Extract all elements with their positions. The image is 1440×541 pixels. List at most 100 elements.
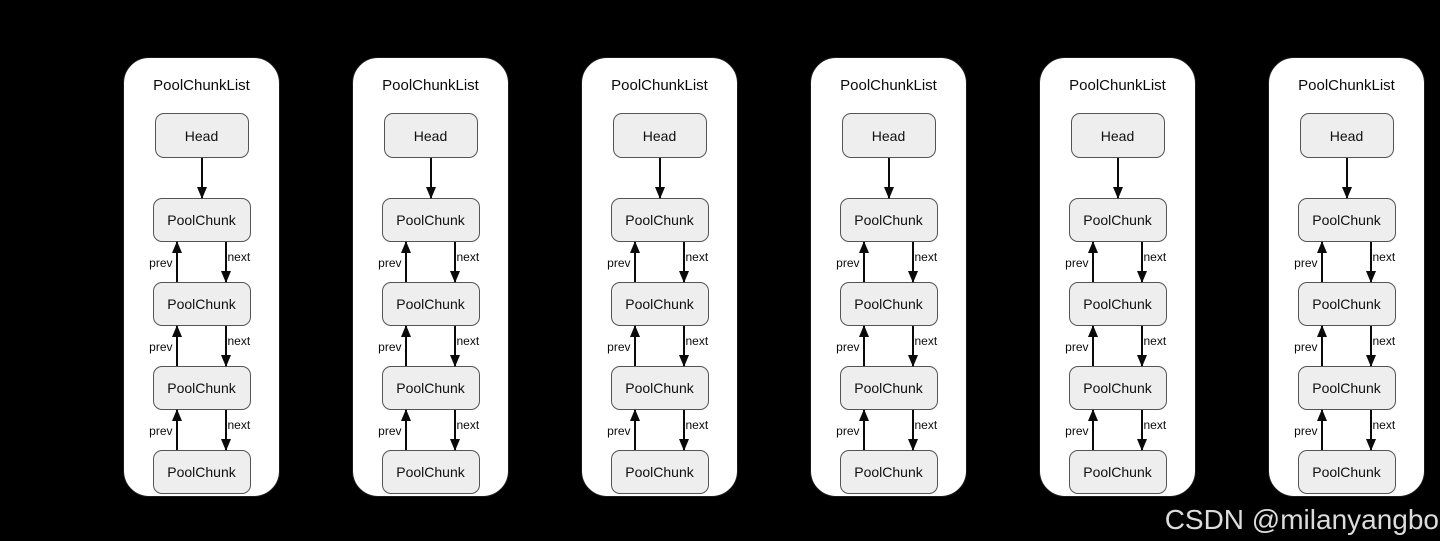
pool-chunk-node: PoolChunk [1068,198,1167,242]
arrow-down-icon [907,326,918,367]
arrow-down-icon [1136,326,1147,367]
head-node-label: Head [413,127,448,144]
prev-edge-label: prev [1294,256,1318,270]
watermark: CSDN @milanyangbo [1164,504,1439,535]
pool-chunk-node: PoolChunk [1297,198,1396,242]
prev-edge-label: prev [607,424,631,438]
pool-chunk-node: PoolChunk [610,366,709,410]
pool-chunk-node: PoolChunk [152,450,251,494]
arrow-up-icon [400,241,411,282]
pool-chunk-node: PoolChunk [381,198,480,242]
arrow-up-icon [171,325,182,366]
pool-chunk-node-label: PoolChunk [167,296,236,312]
prev-edge-label: prev [1294,424,1318,438]
pool-chunk-node: PoolChunk [839,198,938,242]
arrow-up-icon [858,409,869,450]
prev-next-link: prev next [1269,241,1424,283]
arrow-up-icon [171,241,182,282]
prev-next-link: prev next [582,409,737,451]
prev-edge-label: prev [607,340,631,354]
next-edge-label: next [1143,418,1167,432]
arrow-up-icon [629,325,640,366]
next-edge-label: next [456,250,480,264]
pool-chunk-node-label: PoolChunk [396,296,465,312]
prev-next-link: prev next [124,325,279,367]
arrow-down-icon [449,242,460,283]
next-edge-label: next [456,334,480,348]
pool-chunk-list-panel: PoolChunkList Head PoolChunk prev next P… [1039,57,1196,497]
head-node: Head [154,113,249,158]
head-node: Head [841,113,936,158]
arrow-down-icon [1365,410,1376,451]
head-node-label: Head [642,127,677,144]
pool-chunk-node-label: PoolChunk [167,380,236,396]
next-edge-label: next [1372,418,1396,432]
next-edge-label: next [914,250,938,264]
pool-chunk-list-panel: PoolChunkList Head PoolChunk prev next P… [123,57,280,497]
pool-chunk-node-label: PoolChunk [396,464,465,480]
head-node-label: Head [871,127,906,144]
next-edge-label: next [1372,250,1396,264]
arrow-down-icon [1136,242,1147,283]
head-node: Head [1070,113,1165,158]
arrow-up-icon [1087,241,1098,282]
pool-chunk-node-label: PoolChunk [1083,380,1152,396]
prev-next-link: prev next [811,325,966,367]
arrow-down-icon [449,410,460,451]
head-node-label: Head [184,127,219,144]
pool-chunk-node-label: PoolChunk [1312,212,1381,228]
pool-chunk-node: PoolChunk [1297,366,1396,410]
prev-edge-label: prev [149,424,173,438]
pool-chunk-node-label: PoolChunk [167,212,236,228]
pool-chunk-node: PoolChunk [1297,282,1396,326]
arrow-down-icon [907,242,918,283]
pool-chunk-node-label: PoolChunk [854,380,923,396]
pool-chunk-node-label: PoolChunk [1312,380,1381,396]
arrow-up-icon [858,241,869,282]
pool-chunk-node: PoolChunk [1068,450,1167,494]
arrow-up-icon [400,409,411,450]
prev-next-link: prev next [353,325,508,367]
pool-chunk-node: PoolChunk [610,198,709,242]
pool-chunk-node-label: PoolChunk [1312,464,1381,480]
pool-chunk-node: PoolChunk [152,198,251,242]
prev-edge-label: prev [1294,340,1318,354]
arrow-down-icon [196,158,207,199]
prev-edge-label: prev [149,256,173,270]
arrow-down-icon [678,410,689,451]
pool-chunk-node-label: PoolChunk [1083,212,1152,228]
prev-edge-label: prev [1065,424,1089,438]
head-to-chunk-connector [353,158,508,199]
next-edge-label: next [685,418,709,432]
arrow-down-icon [678,242,689,283]
head-node: Head [612,113,707,158]
pool-chunk-list-panel: PoolChunkList Head PoolChunk prev next P… [1268,57,1425,497]
prev-edge-label: prev [607,256,631,270]
prev-next-link: prev next [1040,241,1195,283]
next-edge-label: next [685,250,709,264]
prev-next-link: prev next [1040,409,1195,451]
head-node: Head [1299,113,1394,158]
next-edge-label: next [227,250,251,264]
arrow-up-icon [1087,325,1098,366]
panel-title: PoolChunkList [153,77,250,94]
pool-chunk-node: PoolChunk [381,450,480,494]
pool-chunk-node-label: PoolChunk [625,464,694,480]
arrow-up-icon [171,409,182,450]
arrow-up-icon [1316,409,1327,450]
pool-chunk-node: PoolChunk [152,282,251,326]
arrow-up-icon [1316,241,1327,282]
prev-next-link: prev next [582,241,737,283]
arrow-down-icon [425,158,436,199]
head-to-chunk-connector [811,158,966,199]
pool-chunk-node: PoolChunk [381,366,480,410]
pool-chunk-list-panel: PoolChunkList Head PoolChunk prev next P… [352,57,509,497]
pool-chunk-node: PoolChunk [381,282,480,326]
prev-edge-label: prev [378,424,402,438]
arrow-down-icon [449,326,460,367]
prev-next-link: prev next [353,241,508,283]
arrow-down-icon [220,410,231,451]
pool-chunk-node-label: PoolChunk [854,212,923,228]
pool-chunk-node: PoolChunk [839,450,938,494]
pool-chunk-node-label: PoolChunk [1083,296,1152,312]
